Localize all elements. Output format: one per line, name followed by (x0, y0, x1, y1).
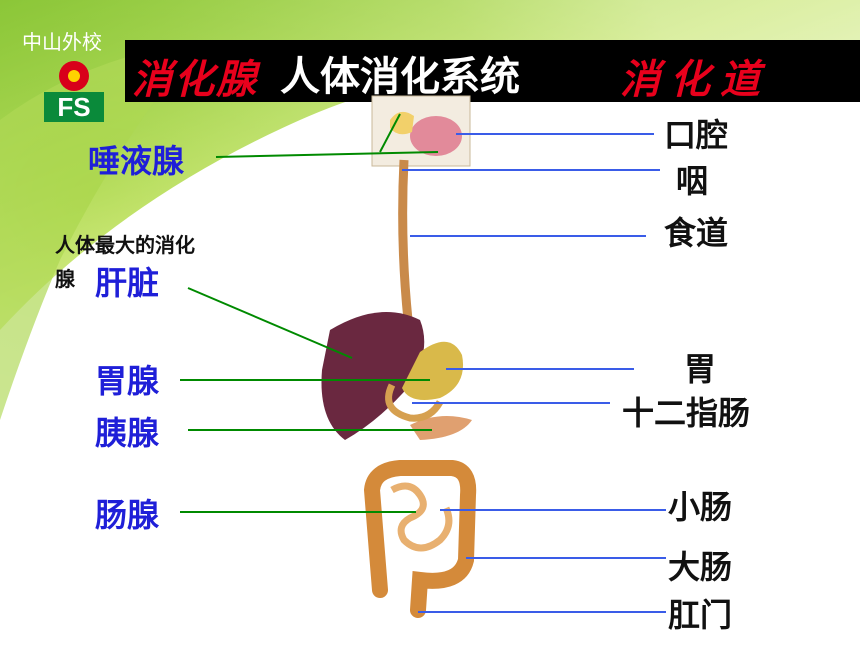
logo-text: FS (57, 92, 90, 122)
title-bar (125, 40, 860, 102)
pointer-salivary-2 (379, 113, 401, 153)
label-anus: 肛门 (668, 596, 733, 634)
label-salivary-gland: 唾液腺 (88, 142, 185, 180)
pointer-liver (187, 287, 353, 359)
small-intestine-shape (390, 482, 453, 552)
label-duodenum: 十二指肠 (622, 394, 751, 432)
label-pancreas: 胰腺 (95, 414, 160, 452)
stomach-shape (402, 341, 464, 401)
esophagus-shape (398, 159, 413, 321)
label-intestinal-gland: 肠腺 (95, 496, 160, 534)
label-mouth: 口腔 (664, 116, 729, 154)
mouth-cavity (410, 116, 462, 156)
label-esophagus: 食道 (664, 214, 729, 252)
title-digestive-glands: 消化腺 (132, 56, 258, 103)
title-digestive-tract: 消化道 (620, 56, 770, 103)
label-pharynx: 咽 (676, 162, 709, 200)
label-small-intestine: 小肠 (668, 488, 733, 526)
pancreas-shape (410, 416, 472, 440)
liver-shape (321, 312, 425, 440)
label-large-intestine: 大肠 (668, 548, 733, 586)
page-title: 人体消化系统 (280, 54, 520, 100)
label-gastric-gland: 胃腺 (95, 362, 160, 400)
large-intestine-shape (363, 460, 477, 618)
school-name: 中山外校 (22, 30, 102, 54)
note-largest-gland-line1: 人体最大的消化 (55, 233, 195, 257)
label-liver: 肝脏 (95, 264, 160, 302)
duodenum-shape (385, 383, 444, 422)
salivary-gland-shape (390, 111, 414, 135)
school-logo: FS (44, 61, 104, 122)
note-largest-gland-line2: 腺 (55, 267, 75, 291)
pointer-salivary (215, 151, 439, 158)
label-stomach: 胃 (684, 350, 717, 388)
